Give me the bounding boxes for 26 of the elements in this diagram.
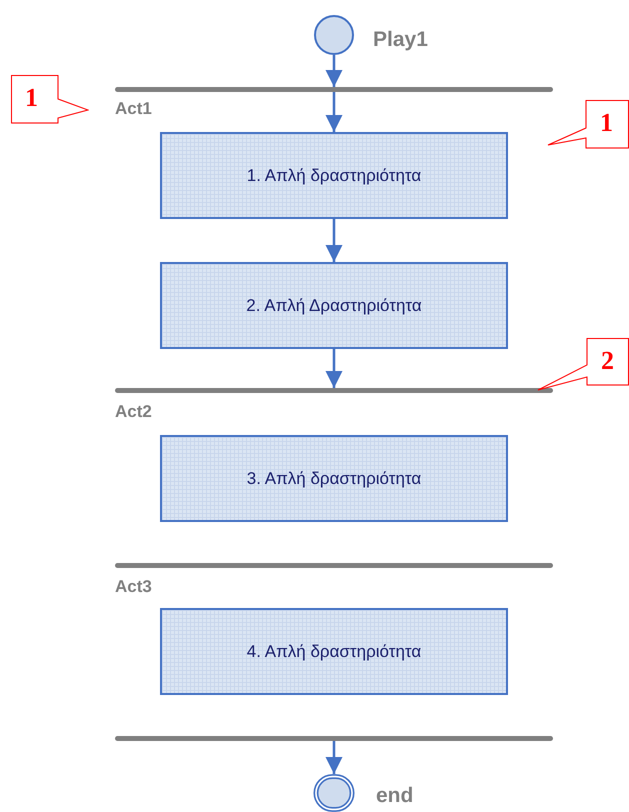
node-caption: Act1 (115, 98, 152, 120)
callout-number: 2 (601, 346, 614, 376)
node-caption: Act2 (115, 401, 152, 423)
callout (537, 338, 629, 392)
node-caption: Play1 (373, 27, 428, 53)
process-box (160, 608, 508, 695)
callout-number: 1 (25, 83, 38, 113)
process-box (160, 262, 508, 349)
callout (11, 75, 89, 124)
activity-label: 3. Απλή δραστηριότητα (246, 468, 422, 490)
process-box (160, 435, 508, 522)
arrow (326, 741, 342, 774)
callout-number: 1 (600, 108, 613, 138)
activity-label: 4. Απλή δραστηριότητα (246, 640, 422, 663)
arrow (326, 55, 342, 87)
arrow (326, 92, 342, 132)
node-caption: Act3 (115, 576, 152, 598)
process-box (160, 132, 508, 219)
arrow (326, 349, 342, 388)
start-node (314, 15, 354, 55)
node-caption: end (376, 783, 414, 809)
callout (547, 100, 629, 149)
arrow (326, 219, 342, 262)
activity-label: 2. Απλή Δραστηριότητα (246, 294, 422, 317)
end-node (316, 777, 352, 809)
activity-label: 1. Απλή δραστηριότητα (246, 164, 422, 187)
